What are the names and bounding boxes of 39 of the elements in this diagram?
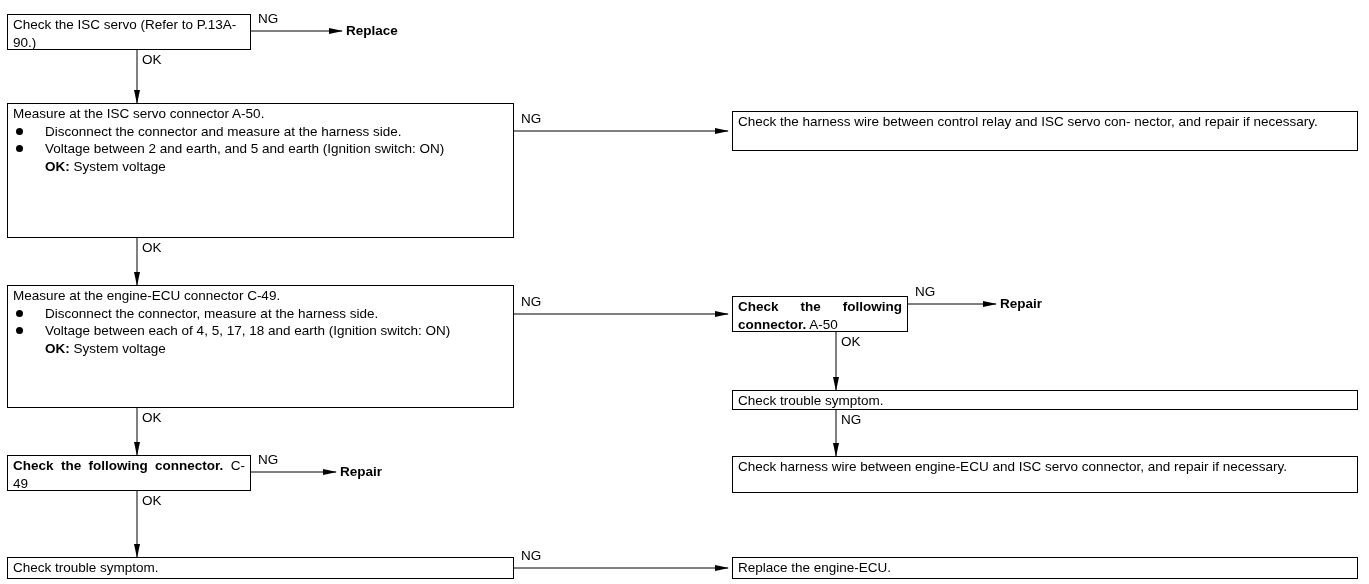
step-text: Check the harness wire between control relay and ISC servo con- nector, and repair if necessary. bbox=[738, 113, 1319, 131]
result-text: Repair bbox=[340, 463, 384, 481]
step-text: Measure at the ISC servo connector A-50. bbox=[13, 105, 266, 123]
step-text: Check the following connector. A-50 bbox=[738, 298, 902, 333]
arrow bbox=[134, 237, 140, 286]
step-box bbox=[732, 557, 1358, 579]
bullet-item: Disconnect the connector, measure at the harness side. bbox=[13, 304, 508, 322]
step-box bbox=[732, 111, 1358, 151]
bullet-item: Voltage between each of 4, 5, 17, 18 and earth (Ignition switch: ON) bbox=[13, 322, 508, 340]
arrow bbox=[250, 469, 337, 475]
step-text: Check harness wire between engine-ECU and ISC servo connector, and repair if necessary. bbox=[738, 458, 1289, 476]
arrow bbox=[250, 28, 343, 34]
result-text: Replace bbox=[346, 22, 399, 40]
result-text: Repair bbox=[1000, 295, 1044, 313]
step-box bbox=[7, 103, 514, 238]
arrow bbox=[513, 311, 729, 317]
criterion-text: OK: System voltage bbox=[44, 157, 167, 175]
step-text: Replace the engine-ECU. bbox=[738, 559, 893, 577]
arrow bbox=[134, 490, 140, 558]
step-box bbox=[7, 285, 514, 408]
step-box bbox=[7, 14, 251, 50]
arrow bbox=[833, 409, 839, 457]
step-text: Check the following connector. C-49 bbox=[13, 457, 245, 492]
arrow bbox=[907, 301, 997, 307]
step-text: Check trouble symptom. bbox=[13, 559, 160, 577]
bullet-item: Disconnect the connector and measure at the harness side. bbox=[13, 122, 508, 140]
arrow bbox=[134, 49, 140, 104]
bullet-item: Voltage between 2 and earth, and 5 and earth (Ignition switch: ON) bbox=[13, 140, 508, 158]
step-box bbox=[732, 390, 1358, 410]
step-text: Check trouble symptom. bbox=[738, 392, 885, 410]
step-box bbox=[732, 456, 1358, 493]
step-box bbox=[7, 557, 514, 579]
arrow bbox=[513, 565, 729, 571]
arrow bbox=[833, 331, 839, 391]
criterion-text: OK: System voltage bbox=[44, 339, 167, 357]
arrow bbox=[134, 407, 140, 456]
step-text: Measure at the engine-ECU connector C-49. bbox=[13, 287, 282, 305]
arrow bbox=[513, 128, 729, 134]
step-text: Check the ISC servo (Refer to P.13A-90.) bbox=[13, 16, 238, 51]
